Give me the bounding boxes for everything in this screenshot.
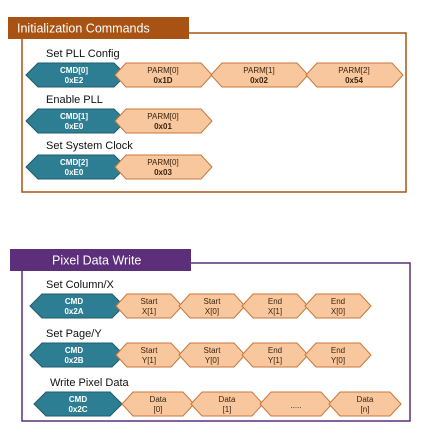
param-value: X[0] [331,307,345,316]
cmd-value: 0xE0 [65,168,84,177]
row-set-page-y: CMD 0x2B Start Y[1] Start Y[0] End Y[1] … [29,342,372,368]
param-name: PARM[0] [147,112,178,121]
param-packet-shape [304,293,372,319]
param-packet-shape [114,108,213,134]
section-title: Pixel Data Write [52,254,141,268]
param-name: Start [141,346,159,355]
cmd-name: CMD[0] [60,66,88,75]
param-value: 0x54 [345,76,363,85]
cmd-name: CMD[1] [60,112,88,121]
row-set-pll-config: CMD[0] 0xE2 PARM[0] 0x1D PARM[1] 0x02 PA… [25,62,404,88]
row-label: Enable PLL [46,94,103,106]
param-packet-shape [304,342,372,368]
param-value: X[1] [142,307,156,316]
section-pixel-data-write: Pixel Data Write Set Column/X CMD 0x2A S… [10,249,411,422]
row-set-column-x: CMD 0x2A Start X[1] Start X[0] End X[1] … [29,293,372,319]
param-value: [0] [154,405,163,414]
cmd-value: 0x2B [64,356,83,365]
row-label: Set PLL Config [46,48,120,60]
param-name: Data [357,395,374,404]
param-name: End [331,346,345,355]
cmd-name: CMD [65,297,83,306]
param-name: Start [204,346,222,355]
param-value: 0x01 [154,122,172,131]
param-name: PARM[0] [147,158,178,167]
param-value: Y[1] [268,356,282,365]
param-value: Y[0] [331,356,345,365]
param-packet-shape [114,154,213,180]
section-title-tab [8,17,189,39]
section-title: Initialization Commands [17,22,150,36]
section-initialization-commands: Initialization Commands Set PLL Config C… [8,17,407,193]
param-packet-shape [305,62,404,88]
param-value: [n] [361,405,370,414]
param-name: Start [141,297,159,306]
cmd-name: CMD[2] [60,158,88,167]
cmd-name: CMD [65,346,83,355]
param-packet-shape [328,391,402,417]
param-name: Start [204,297,222,306]
param-value: Y[0] [205,356,219,365]
cmd-value: 0xE0 [65,122,84,131]
row-set-system-clock: CMD[2] 0xE0 PARM[0] 0x03 [25,154,213,180]
param-name: PARM[2] [338,66,369,75]
param-value: [1] [223,405,232,414]
param-value: X[1] [268,307,282,316]
param-ellipsis: ..... [290,401,301,410]
row-label: Set Page/Y [46,328,102,340]
param-value: Y[1] [142,356,156,365]
row-label: Write Pixel Data [50,377,130,389]
param-value: 0x1D [153,76,172,85]
param-name: End [268,297,282,306]
cmd-value: 0x2A [64,307,83,316]
param-name: End [268,346,282,355]
cmd-name: CMD [69,395,87,404]
param-name: PARM[1] [243,66,274,75]
param-value: X[0] [205,307,219,316]
row-label: Set System Clock [46,140,133,152]
param-name: Data [150,395,167,404]
section-frame [21,32,407,193]
param-value: 0x03 [154,168,172,177]
cmd-value: 0xE2 [65,76,84,85]
param-name: End [331,297,345,306]
cmd-value: 0x2C [68,405,87,414]
section-frame [21,262,411,422]
row-enable-pll: CMD[1] 0xE0 PARM[0] 0x01 [25,108,213,134]
param-value: 0x02 [250,76,268,85]
param-name: Data [219,395,236,404]
row-write-pixel-data: CMD 0x2C Data [0] Data [1] ..... Data [n… [33,391,402,417]
param-name: PARM[0] [147,66,178,75]
row-label: Set Column/X [46,279,115,291]
section-title-tab [10,249,191,271]
